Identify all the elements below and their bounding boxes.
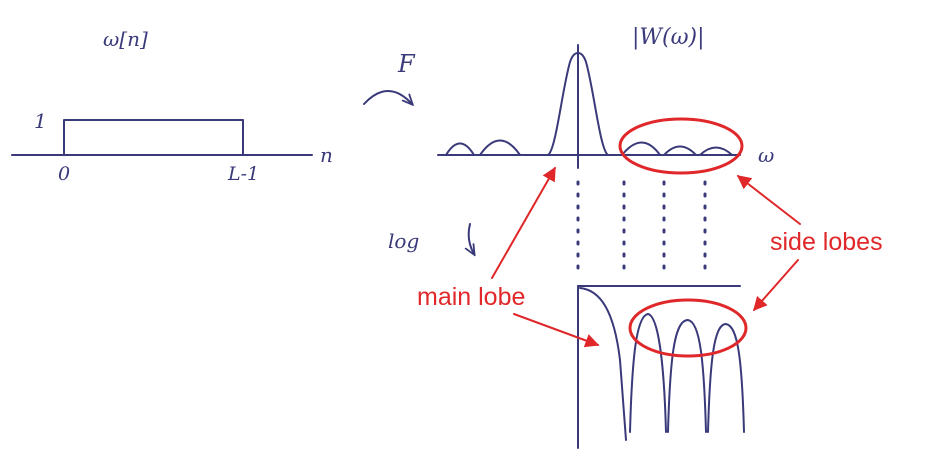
log-side-lobe-3 xyxy=(707,323,745,433)
rect-height-label: 1 xyxy=(34,109,47,133)
side-lobes-arrow-down xyxy=(753,259,799,312)
magnitude-log-plot xyxy=(577,285,745,449)
main-lobe-label: main lobe xyxy=(417,283,525,311)
side-lobe-left-2 xyxy=(479,139,521,156)
magnitude-title: |W(ω)| xyxy=(632,25,705,50)
annotations: main lobe side lobes xyxy=(417,117,883,358)
log-side-lobe-1 xyxy=(629,313,667,433)
side-lobe-left-1 xyxy=(445,142,475,156)
main-lobe-curve xyxy=(547,52,609,156)
rect-window-title: ω[n] xyxy=(103,27,148,51)
log-arrow-icon xyxy=(469,223,474,254)
curved-arrow-icon xyxy=(363,90,412,104)
side-lobes-label: side lobes xyxy=(770,228,883,256)
main-lobe-arrow-up xyxy=(491,166,556,279)
n-end-label: L-1 xyxy=(227,163,259,185)
omega-axis-label: ω xyxy=(758,143,774,167)
fourier-transform-arrow: F xyxy=(363,50,416,104)
log-label: log xyxy=(388,229,419,253)
rect-window-plot: ω[n] 1 0 L-1 n xyxy=(11,27,333,185)
main-lobe-arrow-down xyxy=(513,313,600,348)
side-lobe-right-3 xyxy=(699,146,733,156)
n-zero-label: 0 xyxy=(58,163,70,185)
magnitude-linear-plot: |W(ω)| ω xyxy=(437,25,774,169)
n-axis-label: n xyxy=(320,143,333,167)
side-lobe-right-1 xyxy=(621,141,661,156)
side-lobes-ellipse-bottom xyxy=(628,298,748,358)
side-lobes-ellipse-top xyxy=(618,117,744,175)
log-side-lobe-2 xyxy=(667,319,707,433)
side-lobes-arrow-up xyxy=(736,175,801,225)
correspondence-dots xyxy=(576,180,707,280)
fourier-symbol: F xyxy=(397,50,416,78)
log-transform-arrow: log xyxy=(388,223,474,254)
side-lobe-right-2 xyxy=(663,145,697,156)
log-main-lobe xyxy=(579,287,627,441)
rect-window-pulse xyxy=(63,119,244,156)
